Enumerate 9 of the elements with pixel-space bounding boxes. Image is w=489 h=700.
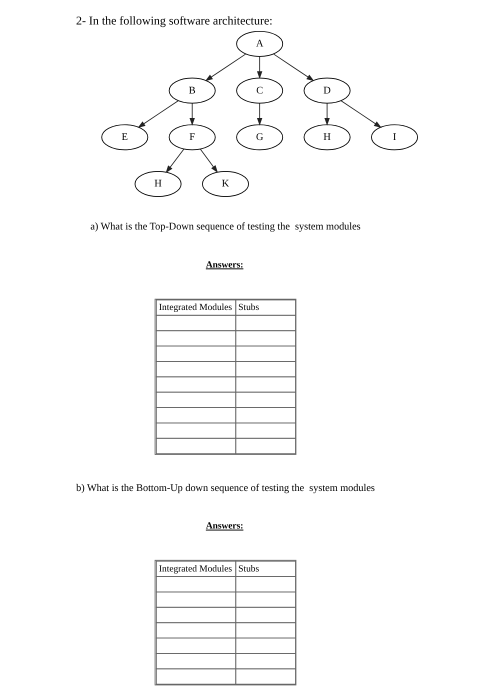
label: Answers: [206,260,244,270]
label: Stubs [238,303,260,314]
label: Answers: [206,522,244,532]
label: Integrated Modules [158,303,232,314]
label: Integrated Modules [158,564,232,574]
label: a) What is the Top-Down sequence of testing the system modules [90,222,361,233]
label: Stubs [238,564,260,574]
diagram-title: 2- In the following software architecture: [76,14,273,28]
label: b) What is the Bottom-Up down sequence of testing the system modules [76,482,375,494]
